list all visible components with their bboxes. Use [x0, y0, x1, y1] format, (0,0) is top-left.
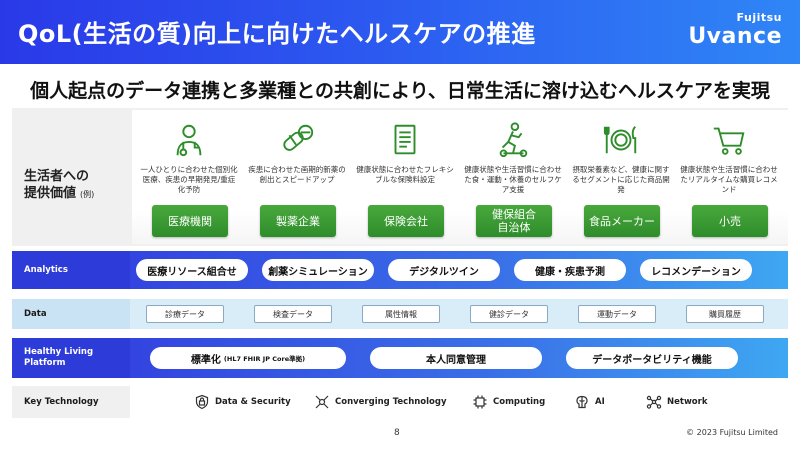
stakeholder-button-food-maker[interactable]: 食品メーカー — [584, 205, 660, 237]
value-description: 摂取栄養素など、健康に関するセグメントに応じた商品開発 — [572, 165, 670, 194]
key-tech-label: Converging Technology — [335, 397, 447, 407]
key-tech-label: AI — [595, 397, 605, 407]
data-item[interactable]: 健診データ — [470, 305, 548, 323]
network-icon — [646, 395, 662, 409]
document-icon — [386, 121, 424, 161]
stakeholder-button-insurance[interactable]: 保険会社 — [368, 205, 444, 237]
platform-item-consent[interactable]: 本人同意管理 — [370, 347, 542, 369]
data-item[interactable]: 運動データ — [578, 305, 656, 323]
value-label-line2: 提供価値 — [24, 186, 77, 201]
analytics-label: Analytics — [12, 251, 130, 289]
doctor-icon — [170, 121, 208, 161]
data-item[interactable]: 属性情報 — [362, 305, 440, 323]
key-tech-item: Converging Technology — [314, 394, 447, 410]
running-person-icon — [494, 121, 532, 161]
value-columns-area — [132, 110, 788, 244]
key-tech-label: Computing — [493, 397, 546, 407]
value-column: 健康状態に合わせたフレキシブルな保険料設定 保険会社 — [356, 115, 454, 239]
platform-item-standardization[interactable]: 標準化 (HL7 FHIR JP Core準拠) — [150, 347, 346, 369]
platform-item-label: 標準化 — [190, 354, 221, 366]
value-column: 健康状態や生活習慣に合わせたリアルタイムな購買レコメンド 小売 — [680, 115, 778, 239]
page-title: QoL(生活の質)向上に向けたヘルスケアの推進 — [18, 20, 536, 48]
platform-item-label: データポータビリティ機能 — [592, 354, 712, 366]
value-description: 一人ひとりに合わせた個別化医療、疾患の早期発見/重症化予防 — [140, 165, 238, 194]
fork-knife-icon — [602, 121, 640, 161]
platform-label-line1: Healthy Living — [24, 347, 94, 357]
data-item[interactable]: 検査データ — [254, 305, 332, 323]
value-label-note: (例) — [80, 190, 95, 199]
shield-lock-icon — [195, 394, 209, 410]
key-tech-label: Network — [667, 397, 708, 407]
fujitsu-uvance-logo: Fujitsu Uvance — [688, 11, 782, 53]
shopping-cart-icon — [710, 121, 748, 161]
analytics-item[interactable]: 健康・疾患予測 — [514, 259, 626, 281]
data-item[interactable]: 診療データ — [146, 305, 224, 323]
key-technology-band — [130, 386, 788, 418]
value-description: 健康状態や生活習慣に合わせたリアルタイムな購買レコメンド — [680, 165, 778, 194]
value-column: 摂取栄養素など、健康に関するセグメントに応じた商品開発 食品メーカー — [572, 115, 670, 239]
value-description: 疾患に合わせた画期的新薬の創出とスピードアップ — [248, 165, 346, 184]
chip-icon — [473, 395, 487, 409]
header-banner: QoL(生活の質)向上に向けたヘルスケアの推進 Fujitsu Uvance — [0, 0, 800, 64]
logo-line-1: Fujitsu — [736, 11, 782, 24]
analytics-item[interactable]: デジタルツイン — [388, 259, 500, 281]
value-column: 健康状態や生活習慣に合わせた食・運動・休養のセルフケア支援 健保組合 自治体 — [464, 115, 562, 239]
key-tech-item: AI — [574, 394, 605, 410]
value-description: 健康状態や生活習慣に合わせた食・運動・休養のセルフケア支援 — [464, 165, 562, 194]
data-label: Data — [12, 299, 130, 329]
subtitle: 個人起点のデータ連携と多業種との共創により、日常生活に溶け込むヘルスケアを実現 — [30, 80, 770, 102]
analytics-item[interactable]: 創薬シミュレーション — [262, 259, 374, 281]
key-tech-item: Data & Security — [194, 394, 291, 410]
converging-icon — [315, 395, 329, 409]
platform-item-portability[interactable]: データポータビリティ機能 — [566, 347, 738, 369]
data-band — [130, 299, 788, 329]
platform-label: Healthy Living Platform — [12, 338, 130, 378]
stakeholder-button-medical[interactable]: 医療機関 — [152, 205, 228, 237]
value-description: 健康状態に合わせたフレキシブルな保険料設定 — [356, 165, 454, 184]
platform-item-label: 本人同意管理 — [426, 354, 486, 366]
key-tech-label: Data & Security — [215, 397, 291, 407]
logo-line-2: Uvance — [688, 24, 782, 49]
stakeholder-button-retail[interactable]: 小売 — [692, 205, 768, 237]
page-number: 8 — [394, 428, 400, 438]
value-label-line1: 生活者への — [24, 169, 90, 184]
analytics-item[interactable]: レコメンデーション — [640, 259, 752, 281]
data-item[interactable]: 購買履歴 — [686, 305, 764, 323]
copyright: © 2023 Fujitsu Limited — [686, 428, 778, 437]
value-section-label: 生活者への 提供価値(例) — [24, 168, 124, 203]
platform-item-note: (HL7 FHIR JP Core準拠) — [223, 355, 306, 363]
key-tech-item: Network — [646, 394, 707, 410]
platform-label-line2: Platform — [24, 358, 66, 368]
value-column: 一人ひとりに合わせた個別化医療、疾患の早期発見/重症化予防 医療機関 — [140, 115, 238, 239]
pill-capsule-icon — [278, 121, 316, 161]
analytics-item[interactable]: 医療リソース組合せ — [136, 259, 248, 281]
key-technology-label: Key Technology — [12, 386, 130, 418]
value-column: 疾患に合わせた画期的新薬の創出とスピードアップ 製薬企業 — [248, 115, 346, 239]
brain-icon — [576, 395, 588, 409]
stakeholder-button-health-union[interactable]: 健保組合 自治体 — [476, 205, 552, 237]
stakeholder-button-pharma[interactable]: 製薬企業 — [260, 205, 336, 237]
key-tech-item: Computing — [472, 394, 545, 410]
